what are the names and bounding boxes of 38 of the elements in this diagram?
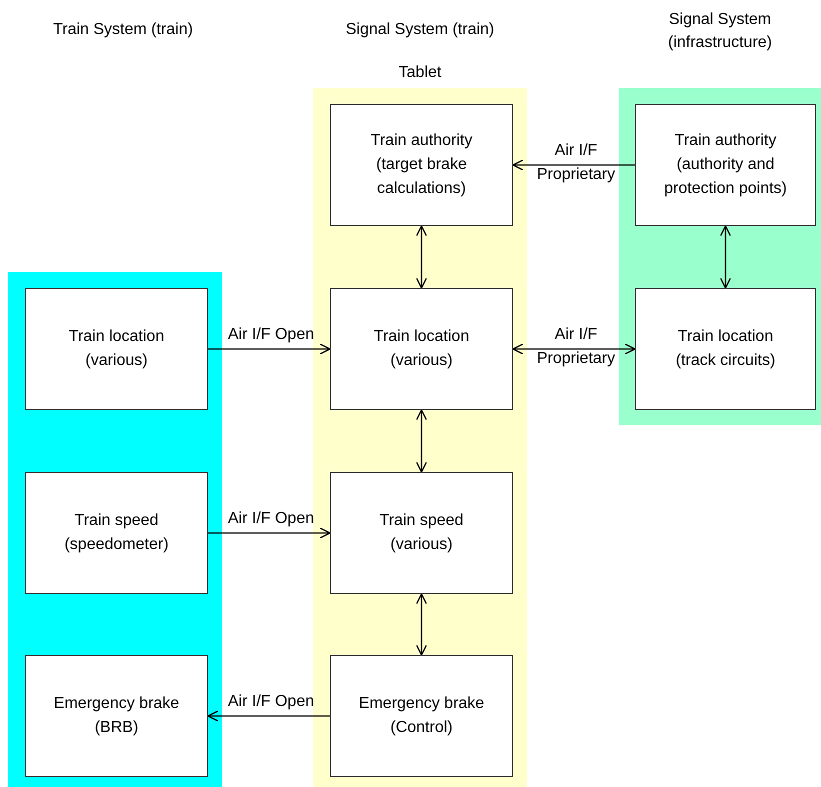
edge-label: Air I/F Open [226,509,316,529]
group-band [8,272,222,787]
arrow [416,225,428,289]
process-box [330,104,513,226]
box-text: Train location (various) [68,327,166,371]
edge-label: Air I/F Proprietary [536,141,616,185]
arrow [416,593,428,656]
column-title: Signal System (infrastructure) [666,10,774,54]
group-heading: Tablet [398,64,442,82]
arrow [512,159,635,171]
process-box [25,472,208,594]
column-title: Signal System (train) [344,20,496,40]
process-box [330,288,513,410]
arrow [207,710,330,722]
box-text: Emergency brake (Control) [358,694,486,738]
box-text: Train speed (speedometer) [63,511,170,555]
edge-label: Air I/F Open [226,692,316,712]
arrow [416,409,428,473]
process-box [330,655,513,777]
arrow [512,343,636,355]
box-text: Train speed (various) [378,511,464,555]
process-box [635,104,816,226]
column-title: Train System (train) [52,20,194,40]
arrow [208,343,331,355]
box-text: Train location (track circuits) [674,327,776,371]
box-text: Train authority (target brake calculations) [370,131,474,199]
process-box [25,288,208,410]
box-text: Train authority (authority and protection points) [663,131,788,199]
arrow [720,225,732,289]
edge-label: Air I/F Open [226,325,316,345]
box-text: Train location (various) [372,327,470,371]
group-band [619,88,821,425]
process-box [25,655,208,777]
process-box [635,288,816,410]
box-text: Emergency brake (BRB) [52,694,180,738]
process-box [330,472,513,594]
edge-label: Air I/F Proprietary [536,325,616,369]
arrow [208,527,331,539]
